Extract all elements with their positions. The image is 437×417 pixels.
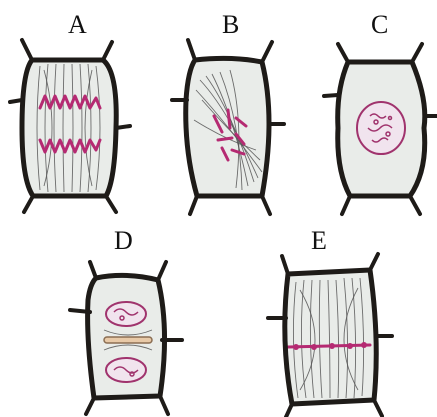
cell-d (70, 262, 182, 414)
nucleus-c (357, 102, 405, 154)
cell-c (324, 44, 437, 214)
nucleus-d-bottom (106, 358, 146, 382)
cell-b (172, 40, 284, 214)
cell-e (268, 254, 392, 417)
cell-a (10, 40, 130, 212)
nucleus-d-top (106, 302, 146, 326)
